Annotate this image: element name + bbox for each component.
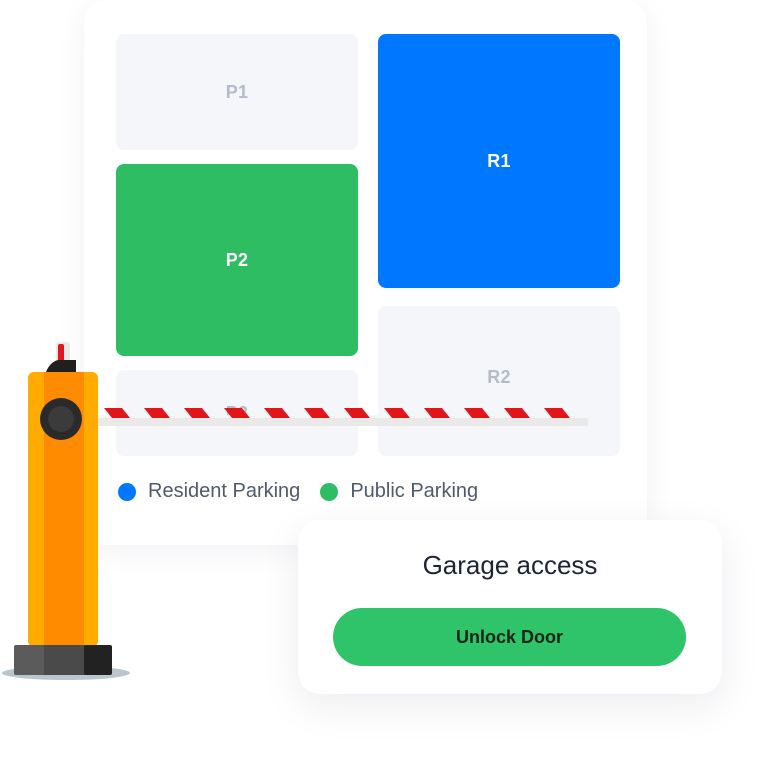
parking-spot-label: P1 <box>225 81 249 102</box>
barrier-arm-icon <box>62 408 588 426</box>
garage-access-title: Garage access <box>422 550 598 580</box>
legend-item-public: Public Parking <box>320 480 478 503</box>
barrier-post-icon <box>2 342 130 680</box>
legend-dot-public <box>320 482 339 501</box>
legend-label: Resident Parking <box>148 480 301 502</box>
parking-spot-p1[interactable]: P1 <box>116 34 358 150</box>
parking-spot-r2[interactable]: R2 <box>378 306 620 456</box>
parking-legend: Resident Parking Public Parking <box>118 480 498 503</box>
parking-spot-label: R1 <box>487 150 511 171</box>
legend-dot-resident <box>118 482 136 501</box>
parking-spot-p2[interactable]: P2 <box>116 164 358 356</box>
unlock-door-button[interactable]: Unlock Door <box>333 608 686 666</box>
parking-spot-label: P2 <box>225 249 249 270</box>
parking-spot-r1[interactable]: R1 <box>378 34 620 288</box>
legend-item-resident: Resident Parking <box>118 480 300 503</box>
garage-access-card: Garage access Unlock Door <box>298 520 722 694</box>
parking-spot-label: R2 <box>487 366 511 387</box>
legend-label: Public Parking <box>350 480 479 502</box>
